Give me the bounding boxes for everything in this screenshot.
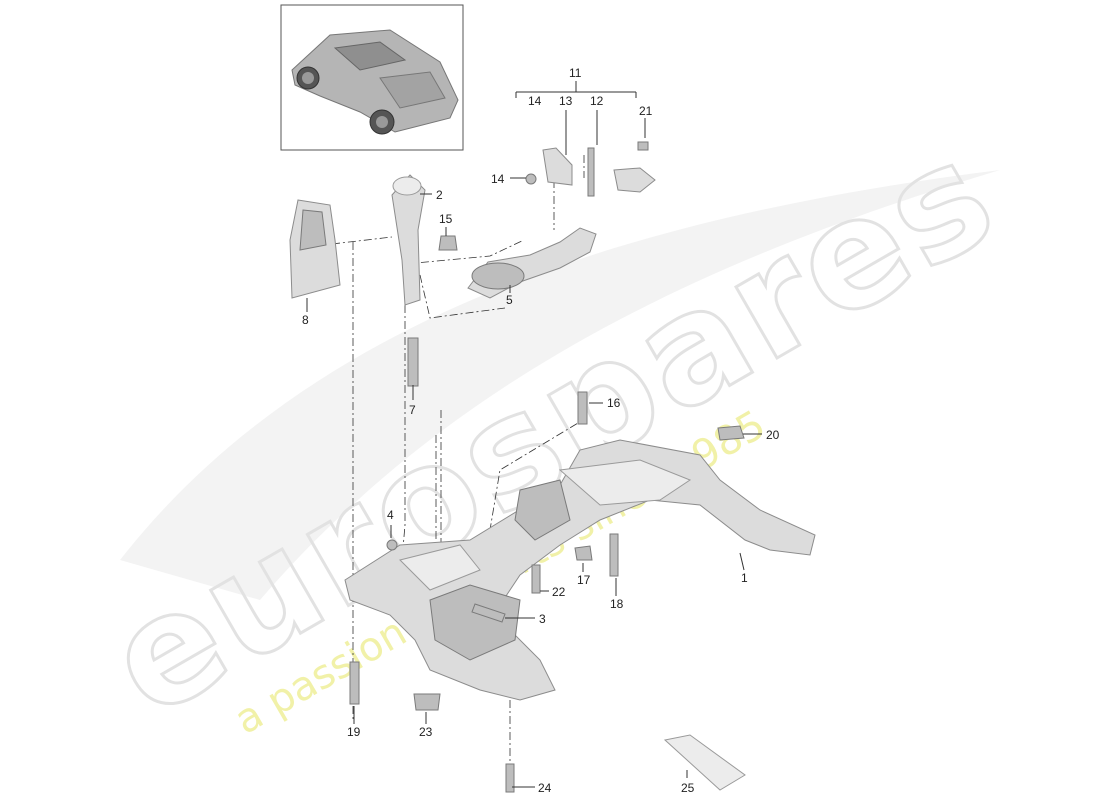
control-arm [467,227,597,299]
sensor-linkage [525,141,656,197]
vehicle-thumbnail [280,4,464,151]
watermark-brand: eurospares [81,106,1024,751]
callout-7: 7 [409,403,416,417]
mount-bracket [391,174,426,306]
watermark: eurospares a passion for parts since 198… [80,105,1026,753]
callout-3: 3 [539,612,546,626]
callout-16: 16 [607,396,621,410]
callout-8: 8 [302,313,309,327]
callout-25: 25 [681,781,695,795]
heat-shield [289,199,341,299]
callout-20: 20 [766,428,780,442]
callout-2: 2 [436,188,443,202]
callout-22: 22 [552,585,566,599]
callout-1: 1 [741,571,748,585]
watermark-swoosh [120,170,1000,600]
fasteners [349,235,746,793]
callout-21: 21 [639,104,653,118]
callout-24: 24 [538,781,552,795]
callout-19: 19 [347,725,361,739]
callout-11-bracket [515,81,637,98]
callout-11: 11 [569,66,582,80]
callout-13: 13 [559,94,573,108]
leaders [306,110,762,788]
callout-14-top: 14 [528,94,542,108]
callout-14-left: 14 [491,172,505,186]
callout-15: 15 [439,212,453,226]
callout-23: 23 [419,725,433,739]
callout-4: 4 [387,508,394,522]
callout-18: 18 [610,597,624,611]
callout-17: 17 [577,573,591,587]
callout-labels: 1 2 3 4 5 7 8 11 12 13 14 14 15 16 17 18… [302,66,780,795]
callout-12: 12 [590,94,604,108]
callout-5: 5 [506,293,513,307]
subframe [344,439,816,701]
